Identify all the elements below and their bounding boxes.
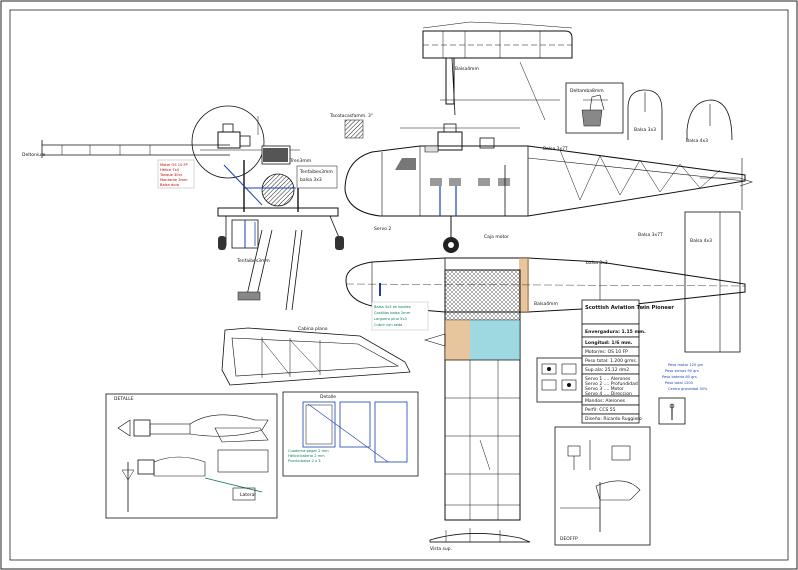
detail-box-engine: DETALLE Lateral: [105, 393, 278, 519]
balsa-sheet-label: Balsa4mm: [455, 66, 479, 72]
gear-label: Tren3mm: [289, 158, 311, 164]
motor-text: Motor/es: OS 10 FP: [585, 349, 628, 355]
red-note-3: Tanque 30cc: [159, 173, 183, 177]
rib-detail-box: Deltamba8mm: [565, 82, 624, 134]
fin-balsa-label: Balsa 4x3: [690, 238, 712, 244]
red-note-1: Motor OS 10 FP: [160, 163, 189, 167]
detail-a-label: DETALLE: [114, 396, 134, 402]
sheet-border-inner: [9, 9, 789, 561]
wing-notes: Balsa 3x3 en bordes Costillas balsa 2mm …: [371, 301, 429, 331]
wing-note-2: Costillas balsa 2mm: [374, 311, 411, 315]
tail-note-label: Tacotacasfamm. 3": [329, 113, 373, 119]
author-text: Diseño: Ricardo Ruggiero: [585, 416, 642, 422]
servo-label: Servo 2: [374, 226, 391, 232]
servo-note-1: Servo 1 .... Alerones: [585, 376, 631, 382]
nacelle-gear-view: Tren3mm Tenfaibes3mm balsa 3x3: [217, 145, 344, 250]
strut-label: Tenfaibes3mm: [236, 258, 270, 264]
gear-note-1: Tenfaibes3mm: [299, 169, 333, 175]
wingspan-text: Envergadura: 1.15 mm.: [585, 329, 646, 335]
detail-a-part: Lateral: [240, 492, 256, 498]
fin-ref-label-2: Balsa 4x3: [686, 138, 708, 144]
detail-box-formers: Detalle Cuaderna:pegar 2 mm Hélice:bater…: [282, 391, 419, 477]
rib-profile-label: Vista sup.: [430, 546, 452, 552]
detail-b-caption-2: Hélice:batería 2 mm: [288, 454, 325, 458]
engine-side-view: [191, 105, 300, 179]
detail-b-title: Detalle: [320, 394, 336, 400]
blue-note-5: Centro gravedad 30%: [668, 387, 708, 391]
strut-part: Tenfaibes3mm: [236, 229, 303, 311]
source-text: Perfil: CCS 55: [585, 407, 616, 413]
fuselage-side-view: Balsa 3x7T Servo 2: [344, 145, 753, 232]
fuselage-balsa-label: Balsa 3x7T: [543, 146, 568, 152]
cockpit-plan: Cabina plano: [221, 326, 411, 386]
servo-layout: [536, 357, 583, 403]
upper-engine: Caja motor: [400, 123, 520, 253]
wing-note-4: Cubrir con seda: [374, 323, 402, 327]
tailplane-top: Balsa4mm: [422, 21, 573, 121]
top-view-label: balsa 3x3: [586, 260, 608, 266]
length-text: Longitud: 1/6 mm.: [585, 340, 633, 346]
horn-detail-box: [658, 397, 686, 425]
detail-c-label: DEOFFP: [560, 536, 578, 542]
detail-b-caption-1: Cuaderna:pegar 2 mm: [288, 449, 329, 453]
fin-note-label: Balsa 3x7T: [638, 232, 663, 238]
wing-planform: Balsa4mm: [423, 269, 558, 521]
rib-detail-label: Deltamba8mm: [570, 88, 604, 94]
detail-b-caption-3: Puerta:balsa 2 x 3: [288, 459, 321, 463]
tail-note: Tacotacasfamm. 3": [329, 113, 373, 139]
wing-balsa-label: Balsa4mm: [534, 301, 558, 307]
detail-box-rear: DEOFFP: [554, 426, 651, 546]
blue-note-2: Peso servos 90 grs: [665, 369, 699, 373]
red-note-2: Hélice 7x4: [160, 168, 180, 172]
spinner-label: Deltonium: [22, 152, 45, 158]
weight-text: Peso total: 1.200 grms.: [585, 358, 637, 364]
blue-note-1: Peso motor 120 grs: [668, 363, 703, 367]
controls-text: Mandos: Alerones: [585, 398, 626, 404]
fin-ref-label-1: Balsa 3x3: [634, 127, 656, 133]
red-notes: Motor OS 10 FP Hélice 7x4 Tanque 30cc Mo…: [157, 159, 195, 189]
spinner-shaft: Deltonium: [22, 140, 230, 158]
gear-note-2: balsa 3x3: [300, 177, 322, 183]
title-block: Scottish Aviation Twin Pioneer Envergadu…: [581, 299, 674, 424]
red-note-5: Balsa dura: [160, 183, 179, 187]
blue-note-4: Peso total 1200: [665, 381, 694, 385]
wing-note-1: Balsa 3x3 en bordes: [374, 305, 411, 309]
blue-note-3: Peso bateria 80 grs: [662, 375, 697, 379]
servo-note-2: Servo 2 .... Profundidad: [585, 381, 638, 387]
rib-profile: Vista sup.: [429, 528, 531, 552]
motor-box-label: Caja motor: [484, 234, 509, 240]
wing-area-text: Sup.ala: 25,12 dm2: [585, 367, 629, 373]
red-note-4: Montante 3mm: [160, 178, 188, 182]
vertical-fin: Balsa 3x7T Balsa 4x3: [638, 211, 741, 353]
servo-note-4: Servo 4 .... Direccion: [585, 391, 632, 397]
cockpit-label: Cabina plano: [298, 326, 328, 332]
fin-profiles: Balsa 3x3 Balsa 4x3: [627, 89, 733, 144]
title-text: Scottish Aviation Twin Pioneer: [585, 305, 674, 311]
wing-note-3: Larguero pino 5x3: [374, 317, 407, 321]
blue-notes: Peso motor 120 grs Peso servos 90 grs Pe…: [662, 363, 708, 391]
servo-note-3: Servo 3 .... Motor: [585, 386, 624, 392]
